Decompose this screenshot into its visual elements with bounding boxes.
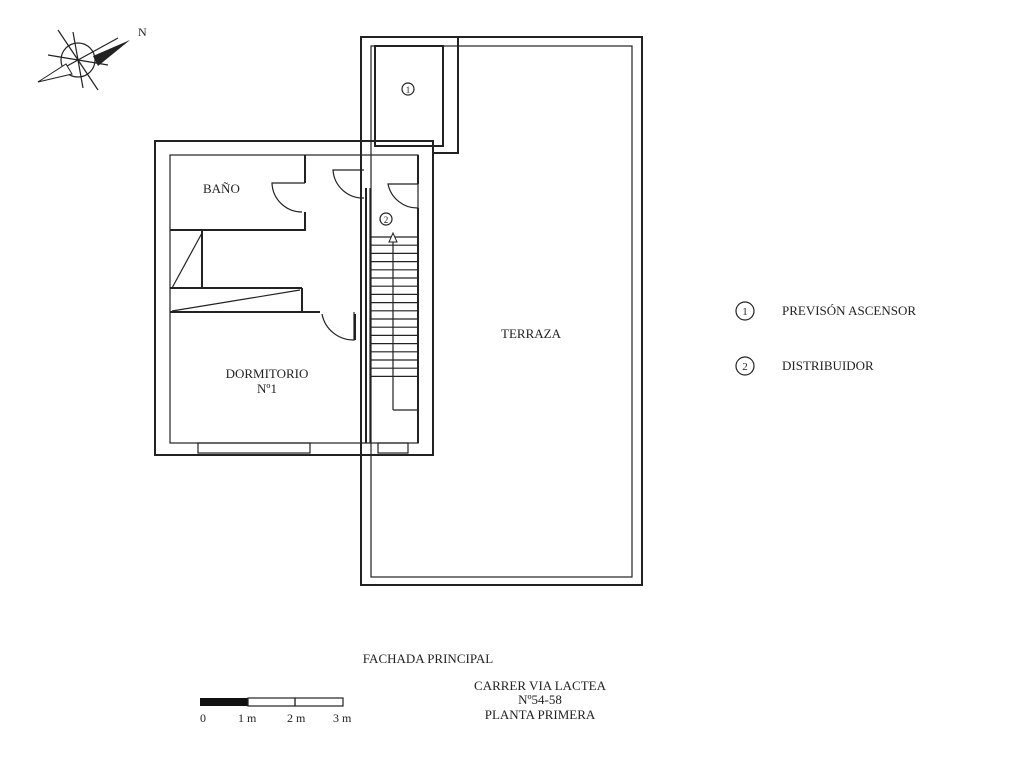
legend-label-1: PREVISÓN ASCENSOR [782, 303, 916, 318]
street-name: CARRER VIA LACTEA [474, 678, 607, 693]
compass-rose-icon [37, 29, 130, 91]
bath-wall [170, 155, 306, 231]
north-label: N [138, 25, 147, 39]
window-bedroom [197, 442, 311, 454]
floor-name: PLANTA PRIMERA [485, 707, 596, 722]
scale-label-3: 3 m [333, 711, 352, 725]
main-block-outer [154, 140, 434, 456]
marker-circle-2 [379, 212, 393, 226]
scale-segment-1 [200, 698, 248, 706]
terrace-outer-wall [360, 36, 643, 586]
elevator-surround [360, 36, 459, 154]
main-block-inner [169, 154, 419, 444]
legend-circle-2 [735, 356, 755, 376]
stair-door [387, 183, 419, 209]
staircase [370, 236, 418, 377]
closet-walls [170, 230, 303, 313]
scale-label-1: 1 m [238, 711, 257, 725]
bedroom-door-jamb [302, 311, 356, 340]
room-label-bedroom-number: Nº1 [257, 381, 277, 396]
window-stair [377, 442, 409, 454]
facade-title: FACHADA PRINCIPAL [363, 651, 493, 666]
elevator-shaft-inner [374, 45, 444, 147]
scale-label-0: 0 [200, 711, 206, 725]
room-label-bath: BAÑO [203, 181, 240, 196]
room-label-terrace: TERRAZA [501, 326, 562, 341]
legend-label-2: DISTRIBUIDOR [782, 358, 874, 373]
stair-side-wall [417, 155, 434, 443]
corridor-door [332, 169, 365, 199]
scale-segment-2 [247, 697, 296, 707]
stair-arrow-head-icon [388, 231, 398, 243]
scale-label-2: 2 m [287, 711, 306, 725]
room-label-bedroom: DORMITORIO [226, 366, 309, 381]
legend-circle-1 [735, 301, 755, 321]
scale-segment-3 [294, 697, 344, 707]
legend-num-1: 1 [742, 306, 748, 318]
marker-1: 1 [406, 85, 411, 95]
street-number: Nº54-58 [518, 692, 562, 707]
marker-2: 2 [384, 215, 389, 225]
marker-circle-1 [401, 82, 415, 96]
closet-doors [171, 232, 301, 312]
terrace-inner-wall [370, 45, 633, 578]
bedroom-door [321, 312, 355, 341]
bath-door [271, 182, 305, 213]
elevator-shaft [374, 45, 444, 147]
legend-num-2: 2 [742, 361, 748, 373]
